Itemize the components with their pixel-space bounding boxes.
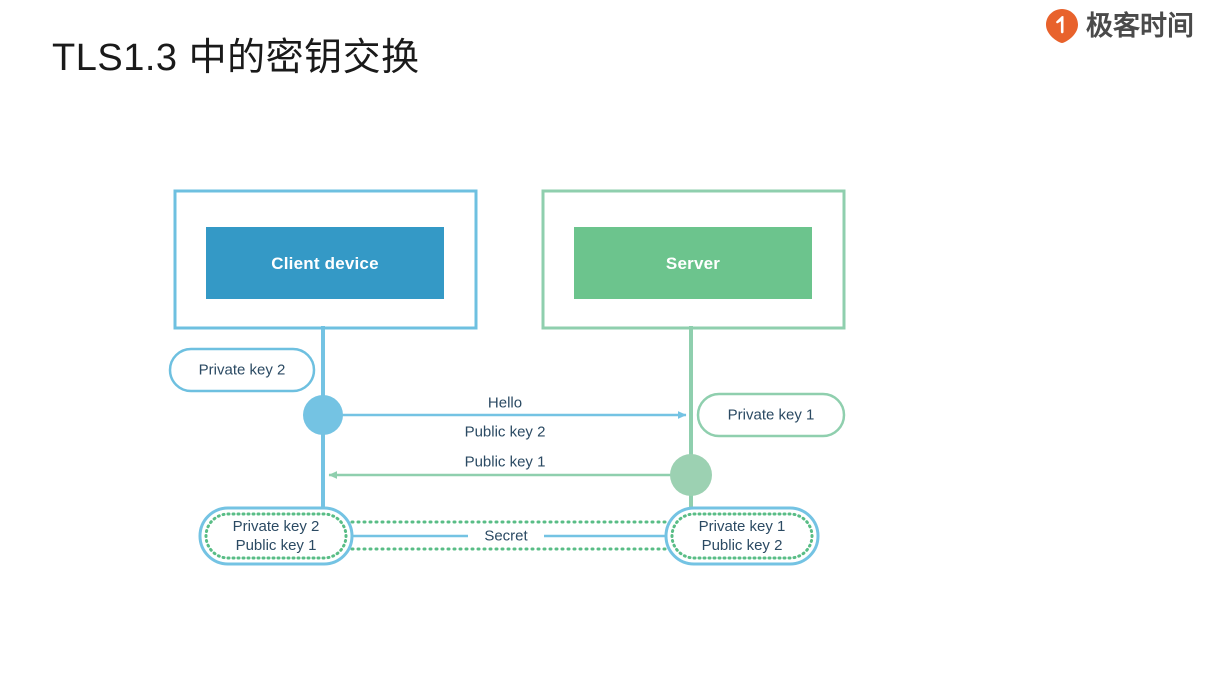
server-keypair-line-1: Private key 1 <box>698 518 786 535</box>
public-key-2-message-label: Public key 2 <box>464 423 546 441</box>
client-device-label: Client device <box>271 254 379 273</box>
client-container <box>173 189 478 330</box>
server-label: Server <box>665 254 721 273</box>
client-private-key-label: Private key 2 <box>198 361 286 379</box>
server-box[interactable] <box>574 227 812 299</box>
server-private-key-pill[interactable] <box>696 392 846 438</box>
client-keypair-line-1: Private key 2 <box>232 518 320 535</box>
hello-message-label: Hello <box>487 394 523 412</box>
server-private-key-label: Private key 1 <box>727 406 815 424</box>
client-device-box[interactable] <box>206 227 444 299</box>
client-activation-dot <box>303 395 343 435</box>
page-title: TLS1.3 中的密钥交换 <box>52 37 420 79</box>
brand-logo: 极客时间 <box>1045 8 1194 44</box>
server-container <box>541 189 846 330</box>
client-private-key-pill[interactable] <box>168 347 316 393</box>
secret-label: Secret <box>484 527 528 545</box>
public-key-1-message-label: Public key 1 <box>464 453 546 471</box>
client-keypair-labels: Private key 2 Public key 1 <box>233 517 320 555</box>
client-keypair-pill-outer[interactable] <box>198 506 354 566</box>
client-keypair-pill-inner <box>204 512 348 560</box>
geektime-logo-icon <box>1046 9 1078 43</box>
server-activation-dot <box>670 454 712 496</box>
server-keypair-pill-outer[interactable] <box>664 506 820 566</box>
server-keypair-line-2: Public key 2 <box>701 537 783 554</box>
client-keypair-line-2: Public key 1 <box>235 537 317 554</box>
server-keypair-pill-inner <box>670 512 814 560</box>
brand-name: 极客时间 <box>1086 10 1194 41</box>
server-keypair-labels: Private key 1 Public key 2 <box>699 517 786 555</box>
